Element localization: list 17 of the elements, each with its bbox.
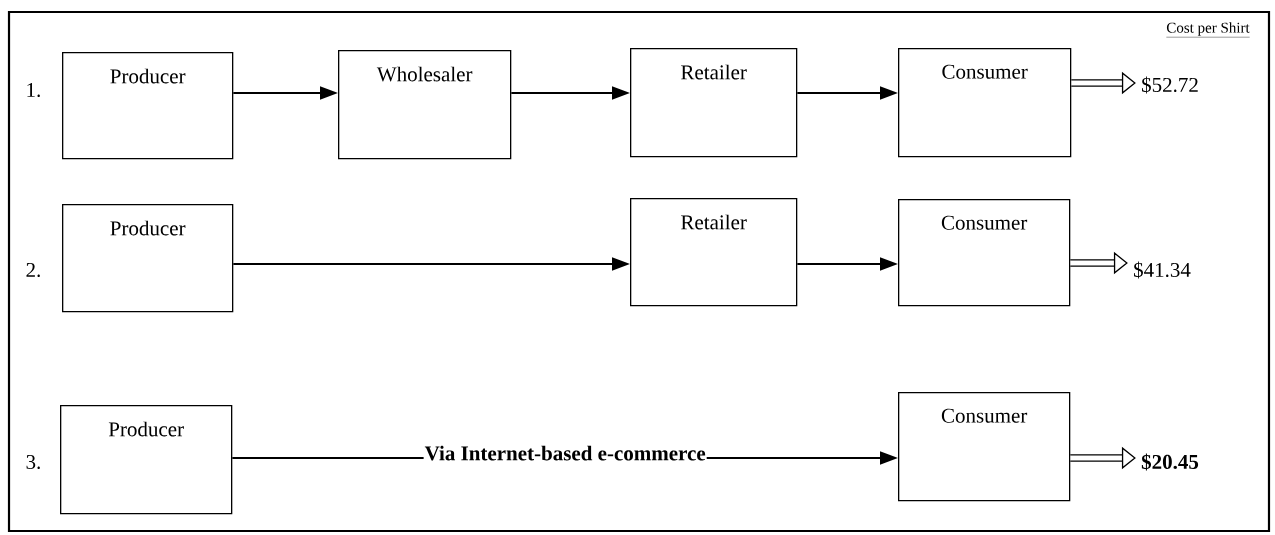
actor-box: Consumer	[898, 199, 1071, 307]
row-number: 1.	[27, 82, 40, 98]
actor-box: Consumer	[898, 48, 1072, 158]
price-text: $20.45	[1141, 453, 1199, 471]
price-text: $41.34	[1134, 261, 1191, 279]
actor-box: Retailer	[630, 198, 798, 307]
actor-box: Producer	[60, 405, 233, 515]
column-heading: Cost per Shirt	[1166, 22, 1250, 38]
edge-label: Via Internet-based e-commerce	[424, 445, 706, 461]
actor-box: Producer	[62, 52, 234, 160]
price-text: $52.72	[1142, 76, 1198, 94]
row-number: 2.	[26, 262, 40, 278]
actor-box: Retailer	[630, 48, 798, 158]
actor-box: Consumer	[898, 392, 1071, 502]
actor-box: Producer	[62, 204, 234, 313]
actor-box: Wholesaler	[338, 50, 512, 160]
row-number: 3.	[26, 454, 40, 470]
